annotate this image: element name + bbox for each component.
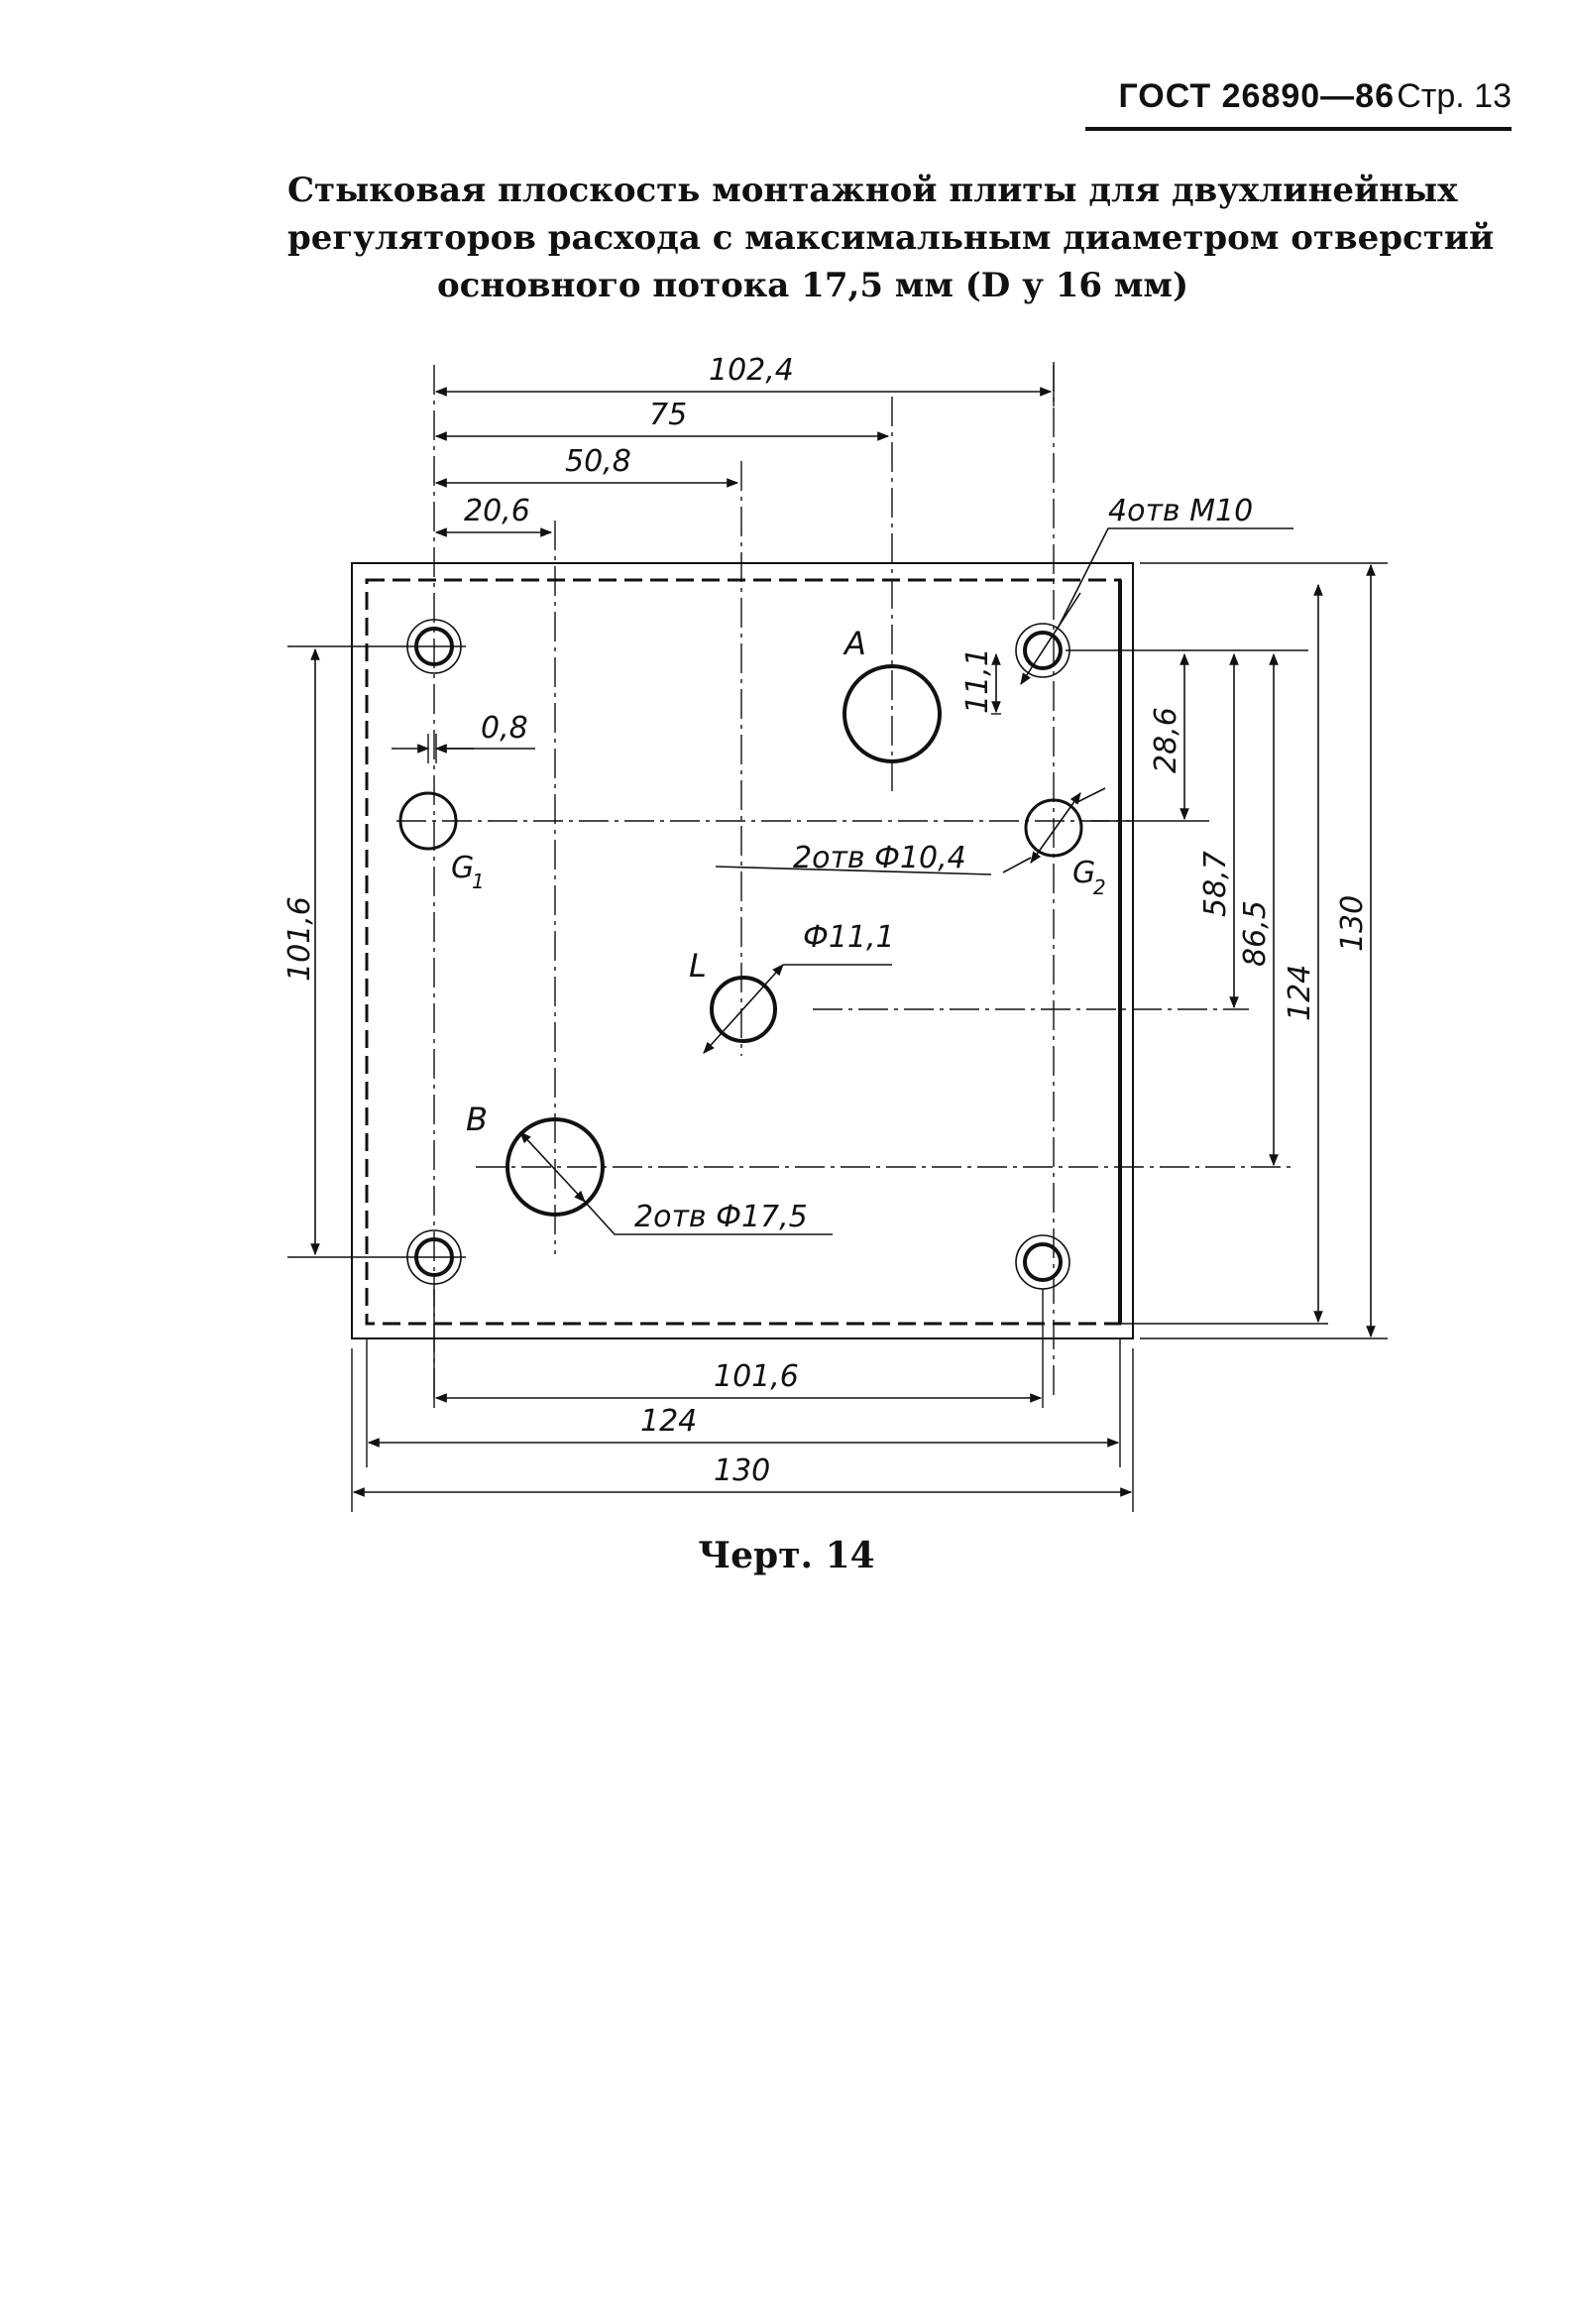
dim-58-7: 58,7	[1198, 851, 1233, 917]
callout-main-ports: 2отв Ф17,5	[634, 1200, 808, 1234]
dim-130-vertical: 130	[1335, 895, 1370, 952]
dim-20-6: 20,6	[464, 494, 530, 528]
port-label-g1-subscript: 1	[472, 870, 485, 893]
figure-caption: Черт. 14	[698, 1535, 875, 1576]
dim-124-vertical: 124	[1283, 965, 1317, 1021]
port-label-a: A	[843, 625, 866, 662]
port-label-l: L	[689, 947, 707, 985]
dim-130-horizontal: 130	[714, 1453, 770, 1488]
dim-50-8: 50,8	[565, 444, 631, 479]
dim-124-horizontal: 124	[640, 1404, 697, 1439]
plate-outline	[351, 562, 1134, 1339]
dim-102-4: 102,4	[709, 353, 794, 388]
page-number: Стр. 13	[1397, 77, 1512, 115]
dim-28-6: 28,6	[1149, 707, 1183, 773]
port-label-g2-subscript: 2	[1093, 875, 1106, 899]
dim-0-8: 0,8	[481, 711, 528, 746]
title-line-3: основного потока 17,5 мм (D у 16 мм)	[436, 266, 1189, 305]
standard-number: ГОСТ 26890—86	[1118, 77, 1395, 115]
dim-11-1: 11,1	[960, 647, 995, 714]
port-label-g2: G	[1072, 856, 1095, 890]
callout-mounting-holes: 4отв М10	[1108, 494, 1253, 528]
figure-title: Стыковая плоскость монтажной плиты для д…	[287, 167, 1495, 309]
port-b-hole	[506, 1117, 605, 1217]
page-header: ГОСТ 26890—86 Стр. 13	[1056, 77, 1512, 137]
mounting-hole	[1023, 631, 1063, 670]
leader-lines	[519, 527, 1293, 1235]
port-g1-hole	[398, 791, 458, 851]
port-a-hole	[843, 664, 942, 763]
dim-101-6-horizontal: 101,6	[714, 1359, 799, 1394]
title-line-2: регуляторов расхода с максимальным диаме…	[287, 218, 1495, 258]
dim-101-6-vertical: 101,6	[282, 896, 317, 982]
extension-lines	[287, 365, 1388, 1512]
callout-pilot-holes: 2отв Ф10,4	[793, 841, 966, 875]
title-line-1: Стыковая плоскость монтажной плиты для д…	[287, 171, 1458, 210]
dim-86-5: 86,5	[1238, 900, 1273, 967]
callout-drain-hole: Ф11,1	[803, 920, 895, 955]
mounting-hole	[1023, 1242, 1063, 1282]
port-label-g1: G	[451, 851, 474, 885]
dimension-lines	[310, 387, 1376, 1497]
port-label-b: B	[466, 1101, 488, 1138]
dim-75: 75	[649, 398, 687, 432]
header-rule	[1085, 127, 1512, 131]
